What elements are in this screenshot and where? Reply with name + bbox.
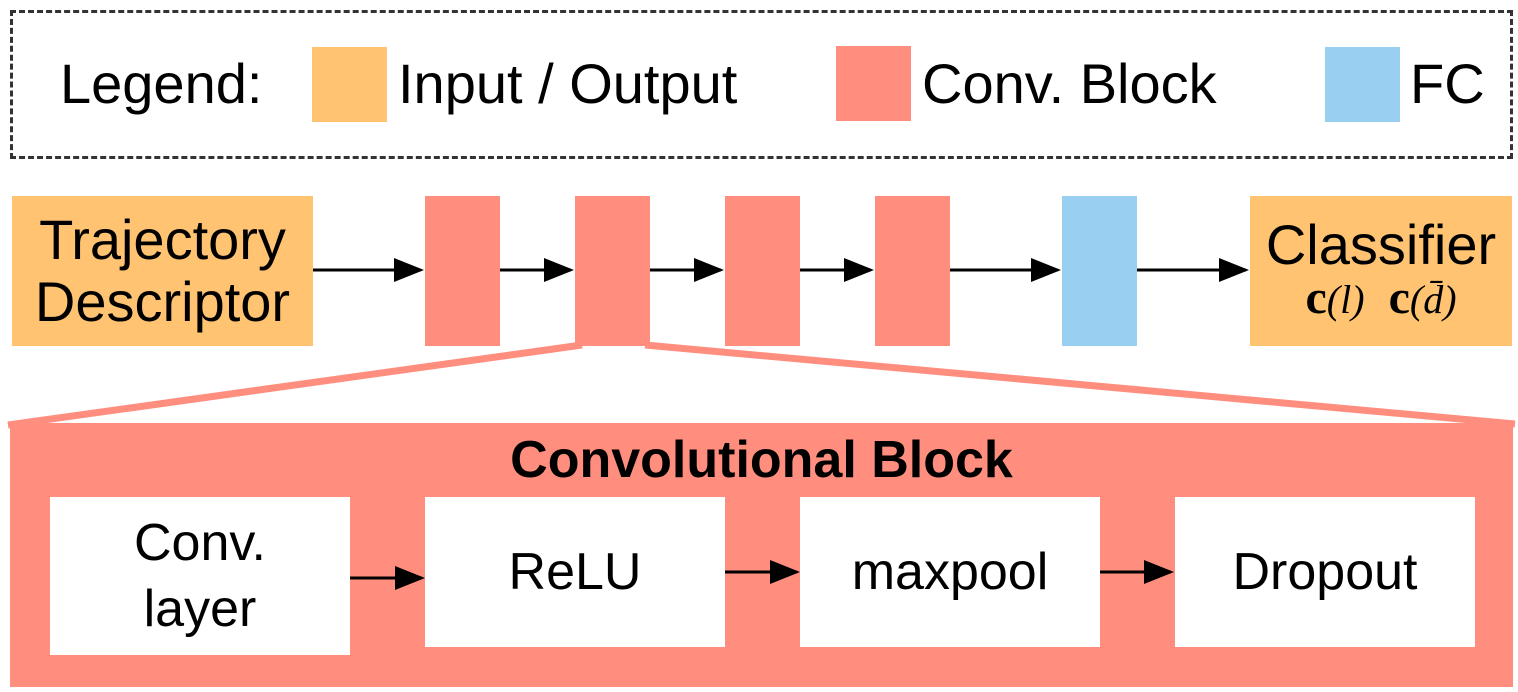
math-symbol-c1: c xyxy=(1305,271,1327,324)
conv-block-3 xyxy=(725,196,800,346)
legend-item-fc: FC xyxy=(1410,52,1485,115)
fc-block xyxy=(1062,196,1137,346)
legend-item-input-output: Input / Output xyxy=(398,52,738,115)
legend-swatch-input-output xyxy=(312,47,387,122)
legend-label: Legend: xyxy=(60,52,263,115)
conv-block-detail-title: Convolutional Block xyxy=(510,431,1013,489)
input-label-line1: Trajectory xyxy=(39,208,286,271)
conv-block-4 xyxy=(875,196,950,346)
output-label: Classifier xyxy=(1265,213,1497,276)
output-block-classifier: Classifier c(l) c(d̄) xyxy=(1250,196,1512,346)
input-label-line2: Descriptor xyxy=(34,270,291,333)
stage-label-conv-layer: Conv. layer xyxy=(134,514,266,638)
zoom-line-right xyxy=(644,341,1516,428)
stage-dropout: Dropout xyxy=(1175,497,1475,647)
stage-relu: ReLU xyxy=(425,497,725,647)
legend-swatch-conv-block xyxy=(836,46,911,121)
legend-item-conv-block: Conv. Block xyxy=(922,52,1217,115)
legend-box xyxy=(10,10,1513,159)
legend-swatch-fc xyxy=(1325,47,1400,122)
math-subscript-2: (d̄) xyxy=(1409,277,1457,322)
math-subscript-1: (l) xyxy=(1326,277,1365,322)
stage-maxpool: maxpool xyxy=(800,497,1100,647)
conv-block-2 xyxy=(575,196,650,346)
stage-label-maxpool: maxpool xyxy=(851,543,1049,601)
math-symbol-c2: c xyxy=(1388,271,1410,324)
zoom-line-left xyxy=(7,341,583,429)
conv-block-1 xyxy=(425,196,500,346)
output-math: c(l) c(d̄) xyxy=(1305,273,1456,325)
stage-label-dropout: Dropout xyxy=(1232,543,1418,601)
stage-label-relu: ReLU xyxy=(508,543,642,601)
stage-conv-layer: Conv. layer xyxy=(50,497,350,655)
input-block-trajectory-descriptor: Trajectory Descriptor xyxy=(12,196,313,346)
